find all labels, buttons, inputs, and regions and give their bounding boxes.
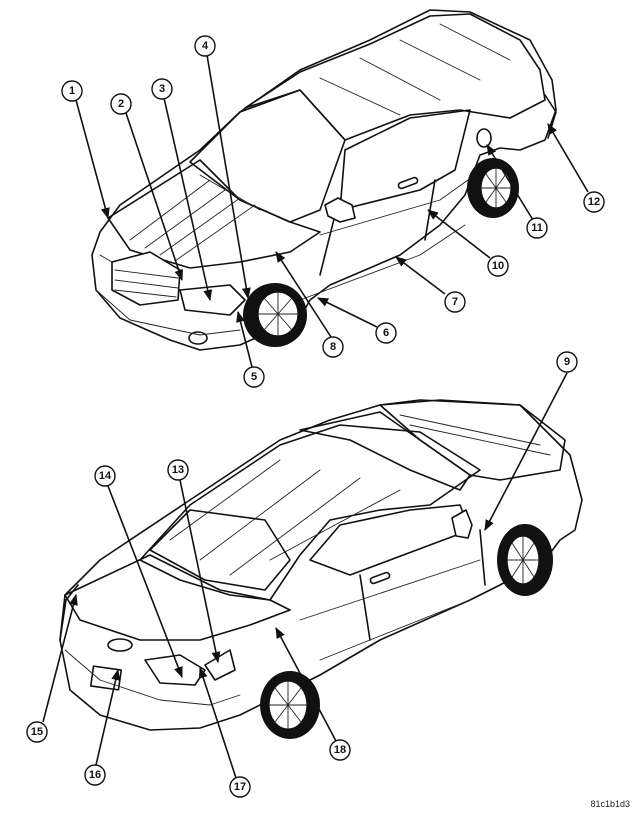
rear-car-front-wheel (497, 524, 553, 596)
rear-car-rear-window (149, 509, 291, 591)
front-car-front-wheel (243, 283, 307, 347)
callout-9-label: 9 (564, 356, 570, 368)
rear-car-door-handle (369, 571, 391, 585)
callout-14: 14 (94, 465, 116, 487)
callout-8: 8 (322, 336, 344, 358)
callout-3-label: 3 (159, 83, 165, 95)
callout-10-label: 10 (492, 260, 504, 272)
callout-13-label: 13 (172, 464, 184, 476)
callout-17: 17 (229, 776, 251, 798)
callout-17-label: 17 (234, 781, 246, 793)
callout-15: 15 (26, 721, 48, 743)
front-car-fog-lamp (188, 331, 208, 345)
callout-11: 11 (526, 217, 548, 239)
rear-car-badge (107, 638, 133, 652)
callout-18: 18 (329, 739, 351, 761)
leader-lines (42, 54, 589, 779)
callout-16-label: 16 (89, 769, 101, 781)
front-car-mirror (324, 197, 356, 223)
callout-2-label: 2 (118, 98, 124, 110)
callout-16: 16 (84, 764, 106, 786)
callout-10: 10 (487, 255, 509, 277)
callout-1: 1 (61, 80, 83, 102)
rear-car-windshield (299, 411, 471, 491)
callout-14-label: 14 (99, 470, 112, 482)
callout-3: 3 (151, 78, 173, 100)
callout-6: 6 (375, 322, 397, 344)
callout-2: 2 (110, 93, 132, 115)
callout-6-label: 6 (383, 327, 389, 339)
front-car-fuel-door (476, 128, 492, 148)
callout-18-label: 18 (334, 744, 346, 756)
callout-9: 9 (556, 351, 578, 373)
callout-1-label: 1 (69, 85, 75, 97)
figure-id: 81c1b1d3 (590, 799, 630, 809)
callout-7-label: 7 (452, 296, 458, 308)
rear-car-tail-lamp-right (204, 649, 236, 681)
callout-5: 5 (243, 366, 265, 388)
callout-8-label: 8 (330, 341, 336, 353)
rear-car-trunk-lid (64, 554, 291, 641)
callout-5-label: 5 (251, 371, 257, 383)
callout-4-label: 4 (202, 40, 209, 52)
rear-view-car (59, 399, 583, 739)
front-car-rear-wheel (467, 158, 519, 218)
front-car-headlamp (179, 284, 246, 316)
callout-12-label: 12 (588, 196, 600, 208)
callout-7: 7 (444, 291, 466, 313)
front-view-car (91, 9, 557, 351)
rear-car-rear-wheel (260, 671, 320, 739)
callout-12: 12 (583, 191, 605, 213)
rear-car-soft-top (139, 424, 481, 601)
front-car-door-handle (397, 176, 419, 190)
rear-car-mirror (451, 509, 473, 539)
front-car-roof (244, 13, 546, 141)
callout-15-label: 15 (31, 726, 43, 738)
callout-13: 13 (167, 459, 189, 481)
callout-4: 4 (194, 35, 216, 57)
callout-11-label: 11 (531, 222, 543, 234)
